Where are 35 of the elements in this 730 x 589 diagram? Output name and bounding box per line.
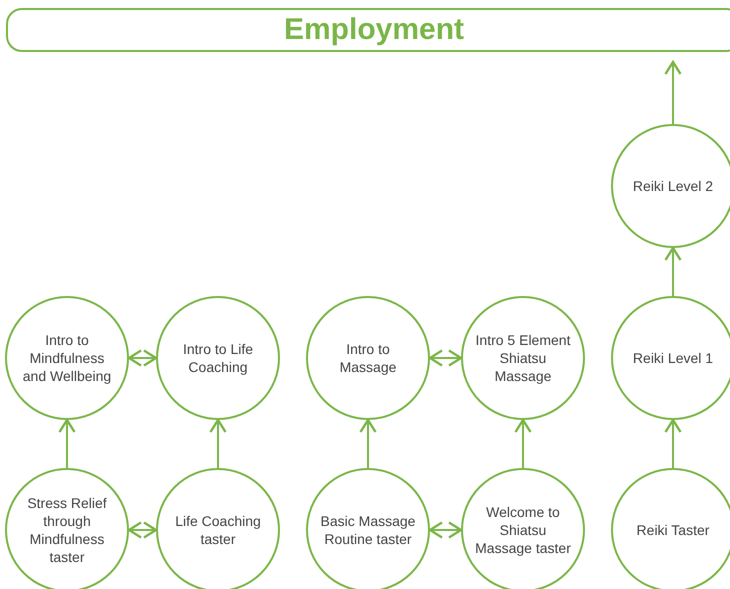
double-arrow — [428, 349, 462, 367]
course-name: Reiki Level 1 — [632, 349, 714, 367]
course-circle — [156, 296, 280, 420]
course-name: Reiki Taster — [636, 521, 710, 539]
double-arrow — [128, 521, 158, 539]
arrow — [58, 418, 76, 468]
heading-band — [6, 8, 730, 52]
course-name: Welcome to Shiatsu Massage taster — [474, 503, 572, 557]
course-circle — [611, 296, 730, 420]
double-arrow — [128, 349, 158, 367]
course-name: Intro to Mindfulness and Wellbeing — [22, 331, 112, 385]
course-name: Reiki Level 2 — [632, 177, 714, 195]
course-name: Intro 5 Element Shiatsu Massage — [474, 331, 572, 385]
course-name: Intro to Massage — [338, 340, 398, 376]
arrow — [664, 246, 682, 296]
course-name: Intro to Life Coaching — [182, 340, 254, 376]
course-circle — [306, 468, 430, 589]
course-circle — [156, 468, 280, 589]
course-name: Life Coaching taster — [174, 512, 262, 548]
course-circle — [611, 124, 730, 248]
arrow — [664, 60, 682, 124]
arrow — [514, 418, 532, 468]
course-circle — [5, 296, 129, 420]
course-name: Stress Relief through Mindfulness taster — [26, 494, 108, 566]
course-circle — [5, 468, 129, 589]
course-circle — [461, 468, 585, 589]
course-circle — [611, 468, 730, 589]
course-circle — [461, 296, 585, 420]
course-circle — [306, 296, 430, 420]
arrow — [359, 418, 377, 468]
arrow — [209, 418, 227, 468]
course-name: Basic Massage Routine taster — [320, 512, 416, 548]
arrow — [664, 418, 682, 468]
heading-text: Employment — [284, 13, 464, 47]
double-arrow — [428, 521, 462, 539]
